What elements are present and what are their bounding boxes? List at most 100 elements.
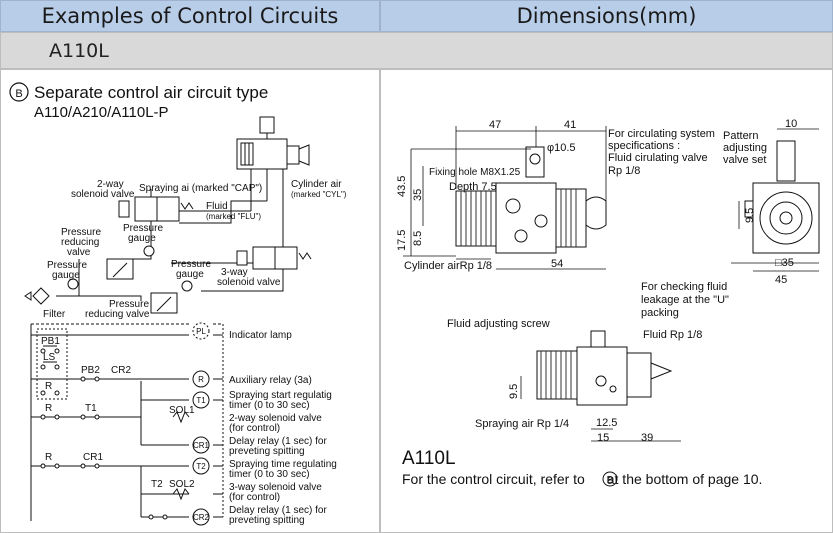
note-badge-circle [602, 471, 618, 487]
label-circ-a: For circulating system [608, 128, 715, 140]
label-pg3-b: gauge [176, 269, 204, 280]
control-circuit-note: For the control circuit, refer to at the… [402, 471, 762, 487]
header-control-circuits: Examples of Control Circuits [0, 0, 380, 32]
dim-43-5: 43.5 [396, 176, 408, 197]
label-ls: LS [43, 352, 56, 363]
label-check-b: leakage at the "U" [641, 294, 729, 306]
label-indicator-lamp: Indicator lamp [229, 330, 292, 341]
dim-47: 47 [489, 119, 501, 131]
model-label: A110L [402, 448, 456, 469]
label-2way-ctrl-b: (for control) [229, 423, 280, 434]
label-check-a: For checking fluid [641, 281, 727, 293]
label-2way-b: solenoid valve [71, 189, 135, 200]
label-r2: R [45, 403, 52, 414]
label-r3: R [45, 452, 52, 463]
filter-icon [24, 287, 50, 305]
dim-54: 54 [551, 258, 563, 270]
label-spray-time-a: Spraying time regulating [229, 459, 337, 470]
label-2way-a: 2-way [97, 179, 124, 190]
coil-cr1: CR1 [193, 441, 210, 450]
control-circuit-diagram: B Separate control air circuit type A110… [9, 82, 347, 526]
dimensions-cell: 47 41 φ10.5 43.5 35 17.5 8.5 54 Fixing h… [380, 69, 833, 533]
pressure-reducing-valve-1-icon [106, 258, 134, 280]
label-fixing-hole: Fixing hole M8X1.25 [429, 167, 521, 178]
label-pattern-b: adjusting [723, 142, 767, 154]
coil-r: R [198, 375, 204, 384]
label-2way-ctrl-a: 2-way solenoid valve [229, 413, 322, 424]
label-spraying-air: Spraying ai (marked "CAP") [139, 183, 262, 194]
dim-lines-top [403, 126, 607, 270]
model-row: A110L [0, 32, 833, 69]
pressure-gauge-2-icon [67, 278, 79, 290]
label-spraying-air-rp: Spraying air Rp 1/4 [475, 418, 569, 430]
label-prv2-a: Pressure [109, 299, 149, 310]
spray-gun-icon [236, 116, 310, 170]
label-spray-start-b: timer (0 to 30 sec) [229, 400, 310, 411]
dim-35sq: □35 [775, 257, 794, 269]
dim-15: 15 [597, 432, 609, 444]
label-fluid-adjusting: Fluid adjusting screw [447, 318, 550, 330]
coils [192, 322, 210, 526]
label-t2: T2 [151, 479, 163, 490]
label-3way-a: 3-way [221, 267, 248, 278]
label-pattern-a: Pattern [723, 130, 758, 142]
dim-45: 45 [775, 274, 787, 286]
label-delay2-b: preveting spitting [229, 515, 305, 526]
dim-lines-front [731, 128, 819, 272]
label-r1: R [45, 381, 52, 392]
label-delay1-b: preveting spitting [229, 446, 305, 457]
coil-cr2: CR2 [193, 513, 210, 522]
pneumatic-lines [56, 169, 284, 301]
label-spray-time-b: timer (0 to 30 sec) [229, 469, 310, 480]
ladder-lines [30, 323, 224, 521]
label-pg1-b: gauge [128, 233, 156, 244]
pressure-gauge-1-icon [143, 245, 155, 257]
control-circuit-cell: B Separate control air circuit type A110… [0, 69, 380, 533]
label-fluid-mark: (marked "FLU") [206, 212, 261, 221]
label-prv1-a: Pressure [61, 227, 101, 238]
header-dimensions: Dimensions(mm) [380, 0, 833, 32]
dim-35v: 35 [412, 189, 424, 201]
label-fluid: Fluid [206, 201, 228, 212]
label-circ-c: Fluid cirulating valve [608, 152, 708, 164]
dim-8-5: 8.5 [412, 231, 424, 246]
label-pg2-b: gauge [52, 270, 80, 281]
contact-bars [36, 328, 68, 400]
coil-t2: T2 [196, 462, 206, 471]
dim-phi: φ10.5 [547, 142, 576, 154]
label-depth: Depth 7.5 [449, 181, 497, 193]
label-sol1: SOL1 [169, 405, 195, 416]
gun-side-view [455, 146, 607, 254]
dim-39: 39 [641, 432, 653, 444]
label-circ-b: specifications : [608, 140, 680, 152]
label-pg1-a: Pressure [123, 223, 163, 234]
label-3way-ctrl-a: 3-way solenoid valve [229, 482, 322, 493]
label-prv2-b: reducing valve [85, 309, 150, 320]
pressure-reducing-valve-2-icon [150, 292, 178, 314]
dimensions-drawing: 47 41 φ10.5 43.5 35 17.5 8.5 54 Fixing h… [396, 118, 820, 487]
label-sol2: SOL2 [169, 479, 195, 490]
label-cr2: CR2 [111, 365, 131, 376]
label-delay2-a: Delay relay (1 sec) for [229, 505, 327, 516]
note-badge: B [607, 475, 614, 486]
coil-pl: PL [196, 327, 206, 336]
gun-bottom-view [536, 330, 673, 406]
note-post: at the bottom of page 10. [607, 471, 763, 487]
label-3way-ctrl-b: (for control) [229, 492, 280, 503]
dim-17-5: 17.5 [396, 230, 408, 251]
label-cylinder-air: Cylinder air [291, 179, 342, 190]
label-prv1-b: reducing [61, 237, 99, 248]
dim-10: 10 [785, 118, 797, 130]
label-pg2-a: Pressure [47, 260, 87, 271]
dim-9-5-front: 9.5 [744, 208, 756, 223]
label-fluid-rp: Fluid Rp 1/8 [643, 329, 702, 341]
sol1-coil [172, 411, 190, 424]
coil-t1: T1 [196, 396, 206, 405]
label-cr1: CR1 [83, 452, 103, 463]
label-spray-start-a: Spraying start regulatig [229, 390, 332, 401]
dim-9-5-bottom: 9.5 [508, 384, 520, 399]
label-pg3-a: Pressure [171, 259, 211, 270]
pressure-gauge-3-icon [181, 280, 193, 292]
label-pattern-c: valve set [723, 154, 766, 166]
